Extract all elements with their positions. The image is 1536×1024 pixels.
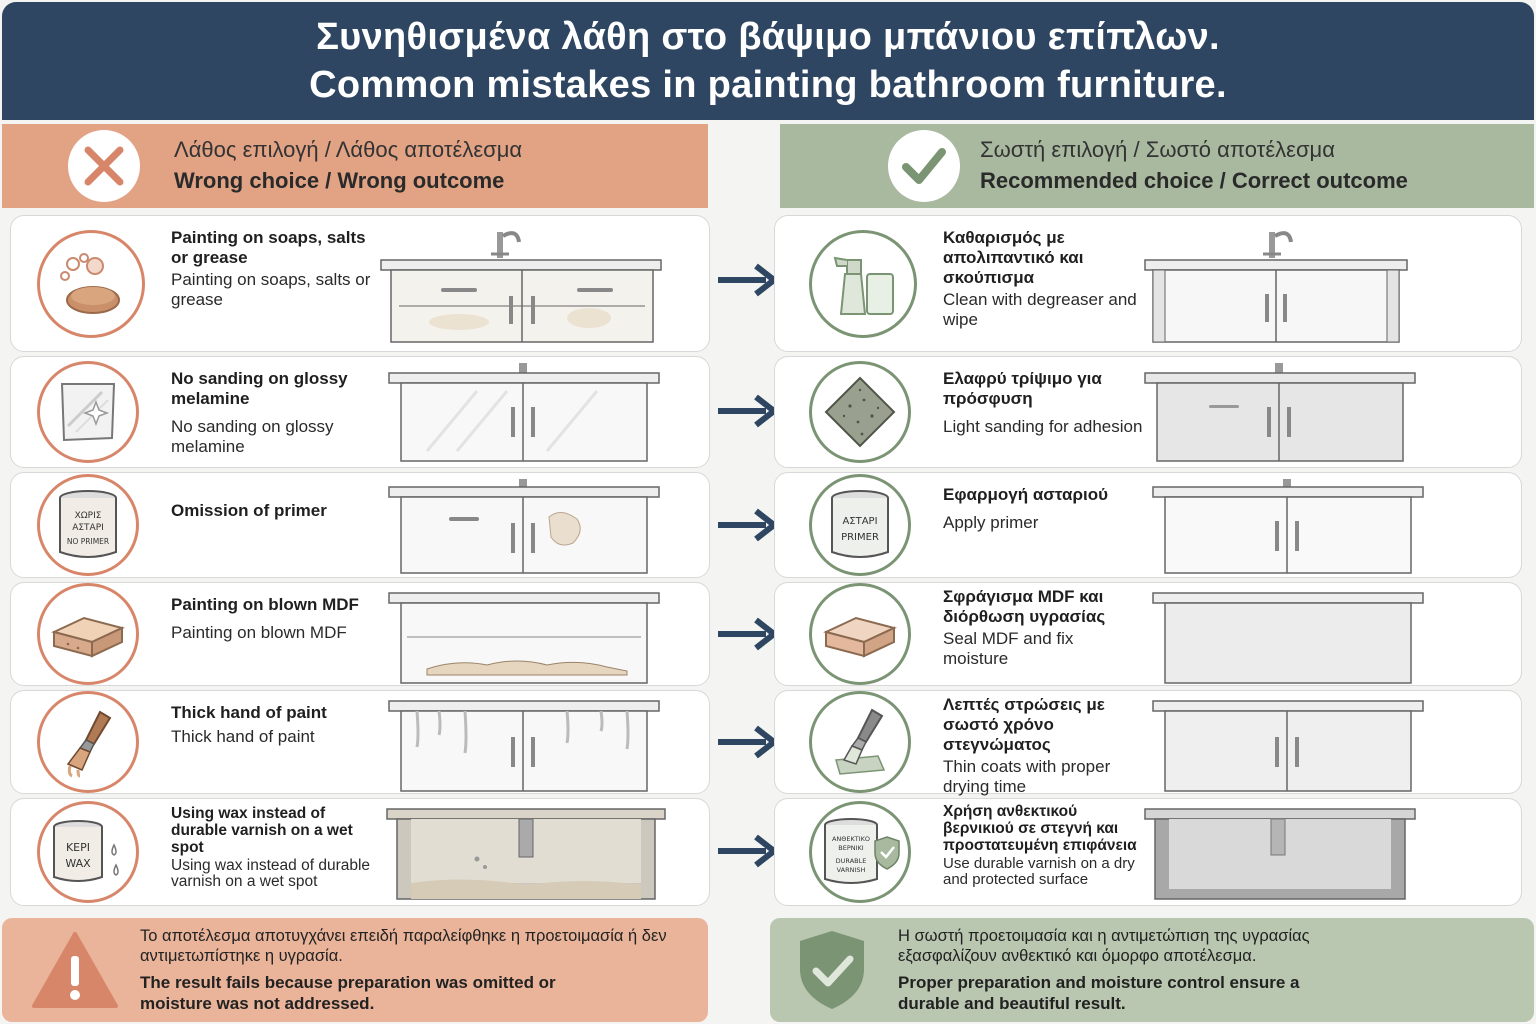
can-label-4: VARNISH	[837, 866, 866, 874]
wax-can-icon: ΚΕΡΙ WAX	[37, 801, 139, 903]
wrong-label-1: Painting on soaps, salts or grease	[171, 270, 371, 309]
right-label-6: Use durable varnish on a dry and protect…	[943, 855, 1135, 888]
right-card-6: ΑΝΘΕΚΤΙΚΟ ΒΕΡΝΙΚΙ DURABLE VARNISH Χρήση …	[774, 798, 1522, 906]
vanity-cabinet-illustration	[1144, 231, 1408, 343]
right-label-bold-2: Ελαφρύ τρίψιμο για πρόσφυση	[943, 369, 1102, 408]
shield-check-icon	[800, 931, 864, 1009]
arrow-icon	[718, 263, 777, 297]
page-header: Συνηθισμένα λάθη στο βάψιμο μπάνιου επίπ…	[2, 2, 1534, 120]
right-label-1: Clean with degreaser and wipe	[943, 290, 1137, 329]
right-summary-english: Proper preparation and moisture control …	[898, 973, 1300, 1013]
wrong-card-2: No sanding on glossy melamine No sanding…	[10, 356, 710, 468]
wrong-label-bold-2: No sanding on glossy melamine	[171, 369, 348, 408]
wrong-label-2: No sanding on glossy melamine	[171, 417, 334, 456]
brush-icon	[37, 691, 139, 793]
can-label-3: NO PRIMER	[67, 537, 109, 546]
can-label-2: WAX	[65, 857, 91, 870]
wrong-label-4: Painting on blown MDF	[171, 623, 347, 642]
vanity-cabinet-illustration	[380, 231, 662, 343]
right-label-5: Thin coats with proper drying time	[943, 757, 1111, 796]
paint-can-icon: ΧΩΡΙΣ ΑΣΤΑΡΙ NO PRIMER	[37, 474, 139, 576]
wrong-card-3: ΧΩΡΙΣ ΑΣΤΑΡΙ NO PRIMER Omission of prime…	[10, 472, 710, 578]
right-card-1: Καθαρισμός με απολιπαντικό και σκούπισμα…	[774, 215, 1522, 352]
vanity-cabinet-illustration	[1144, 808, 1416, 900]
wrong-card-5: Thick hand of paint Thick hand of paint	[10, 690, 710, 794]
glossy-panel-icon	[37, 361, 139, 463]
vanity-cabinet-illustration	[388, 363, 660, 462]
can-label-3: DURABLE	[836, 857, 867, 865]
vanity-cabinet-illustration	[1152, 479, 1424, 574]
mdf-board-icon	[37, 583, 139, 685]
wrong-summary-greek: Το αποτέλεσμα αποτυγχάνει επειδή παραλεί…	[140, 927, 667, 965]
mdf-board-icon	[809, 583, 911, 685]
can-label-2: ΒΕΡΝΙΚΙ	[838, 844, 864, 852]
right-card-3: ΑΣΤΑΡΙ PRIMER Εφαρμογή ασταριού Apply pr…	[774, 472, 1522, 578]
right-column-header: Σωστή επιλογή / Σωστό αποτέλεσμα Recomme…	[780, 124, 1534, 208]
sandpaper-icon	[809, 361, 911, 463]
right-label-3: Apply primer	[943, 513, 1039, 532]
can-label-2: ΑΣΤΑΡΙ	[72, 523, 104, 533]
can-label-2: PRIMER	[841, 532, 879, 543]
vanity-cabinet-illustration	[1144, 363, 1416, 462]
wrong-label-bold-4: Painting on blown MDF	[171, 595, 359, 614]
vanity-cabinet-illustration	[388, 592, 660, 684]
warning-triangle-icon	[32, 932, 118, 1008]
arrow-icon	[718, 834, 777, 868]
vanity-cabinet-illustration	[1152, 700, 1424, 792]
wrong-card-1: Painting on soaps, salts or grease Paint…	[10, 215, 710, 352]
right-summary-greek: Η σωστή προετοιμασία και η αντιμετώπιση …	[898, 927, 1310, 965]
right-label-4: Seal MDF and fix moisture	[943, 629, 1074, 668]
cross-icon	[68, 130, 140, 202]
can-label-1: ΧΩΡΙΣ	[75, 511, 102, 521]
vanity-cabinet-illustration	[386, 808, 666, 900]
right-heading-greek: Σωστή επιλογή / Σωστό αποτέλεσμα	[980, 137, 1335, 162]
wrong-heading-english: Wrong choice / Wrong outcome	[174, 168, 505, 193]
right-label-bold-6: Χρήση ανθεκτικού βερνικιού σε στεγνή και…	[943, 803, 1137, 854]
right-label-2: Light sanding for adhesion	[943, 417, 1143, 436]
right-card-4: Σφράγισμα MDF και διόρθωση υγρασίας Seal…	[774, 582, 1522, 686]
arrow-icon	[718, 617, 777, 651]
wrong-label-bold-5: Thick hand of paint	[171, 703, 327, 722]
vanity-cabinet-illustration	[388, 479, 660, 574]
brush-icon	[809, 691, 911, 793]
right-label-bold-1: Καθαρισμός με απολιπαντικό και σκούπισμα	[943, 228, 1084, 287]
varnish-can-icon: ΑΝΘΕΚΤΙΚΟ ΒΕΡΝΙΚΙ DURABLE VARNISH	[809, 801, 911, 903]
right-heading-english: Recommended choice / Correct outcome	[980, 168, 1408, 193]
right-card-2: Ελαφρύ τρίψιμο για πρόσφυση Light sandin…	[774, 356, 1522, 468]
right-label-bold-3: Εφαρμογή ασταριού	[943, 485, 1108, 504]
wrong-label-bold-1: Painting on soaps, salts or grease	[171, 228, 366, 267]
wrong-column-header: Λάθος επιλογή / Λάθος αποτέλεσμα Wrong c…	[2, 124, 708, 208]
spray-bottle-icon	[809, 229, 917, 338]
checkmark-icon	[888, 130, 960, 202]
wrong-label-6: Using wax instead of durable varnish on …	[171, 857, 371, 890]
wrong-label-bold-3: Omission of primer	[171, 501, 327, 520]
arrow-icon	[718, 394, 777, 428]
wrong-card-4: Painting on blown MDF Painting on blown …	[10, 582, 710, 686]
wrong-label-5: Thick hand of paint	[171, 727, 315, 746]
soap-icon	[37, 229, 145, 338]
wrong-summary: Το αποτέλεσμα αποτυγχάνει επειδή παραλεί…	[2, 918, 708, 1022]
right-card-5: Λεπτές στρώσεις με σωστό χρόνο στεγνώματ…	[774, 690, 1522, 796]
can-label-1: ΑΝΘΕΚΤΙΚΟ	[832, 835, 870, 843]
arrow-icon	[718, 508, 777, 542]
title-english: Common mistakes in painting bathroom fur…	[309, 64, 1227, 106]
right-summary: Η σωστή προετοιμασία και η αντιμετώπιση …	[770, 918, 1534, 1022]
title-greek: Συνηθισμένα λάθη στο βάψιμο μπάνιου επίπ…	[316, 16, 1220, 58]
vanity-cabinet-illustration	[388, 700, 660, 792]
right-label-bold-5: Λεπτές στρώσεις με σωστό χρόνο στεγνώματ…	[943, 695, 1105, 754]
arrow-icon	[718, 725, 777, 759]
can-label-1: ΑΣΤΑΡΙ	[842, 516, 877, 527]
can-label-1: ΚΕΡΙ	[66, 841, 90, 854]
wrong-card-6: ΚΕΡΙ WAX Using wax instead of durable va…	[10, 798, 710, 906]
right-label-bold-4: Σφράγισμα MDF και διόρθωση υγρασίας	[943, 587, 1106, 626]
wrong-summary-english: The result fails because preparation was…	[140, 973, 556, 1013]
wrong-label-bold-6: Using wax instead of durable varnish on …	[171, 805, 353, 856]
wrong-heading-greek: Λάθος επιλογή / Λάθος αποτέλεσμα	[174, 137, 523, 162]
primer-can-icon: ΑΣΤΑΡΙ PRIMER	[809, 474, 911, 576]
vanity-cabinet-illustration	[1152, 592, 1424, 684]
